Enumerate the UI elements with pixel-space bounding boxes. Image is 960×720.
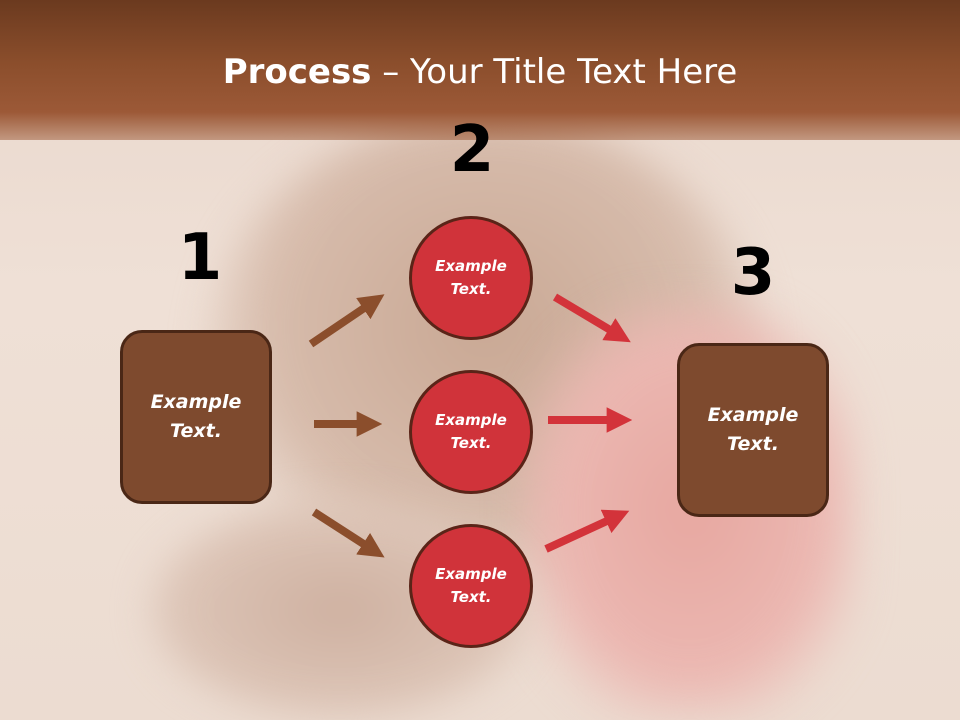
step-number-3: 3 [730,236,776,310]
step-2-label-bottom: Example Text. [435,565,507,606]
step-2-circle-bottom: Example Text. [409,524,533,648]
title-bar [0,0,960,140]
slide-title: Process – Your Title Text Here [0,52,960,92]
title-bold: Process [222,52,372,92]
arrow-1-to-bottom [311,508,385,558]
step-2-circle-middle: Example Text. [409,370,533,494]
arrow-1-to-top [308,294,385,348]
step-3-label: Example Text. [707,404,799,455]
step-number-1: 1 [177,221,223,295]
step-3-box: Example Text. [677,343,829,517]
step-1-label: Example Text. [150,391,242,442]
step-2-circle-top: Example Text. [409,216,533,340]
step-1-box: Example Text. [120,330,272,504]
arrow-top-to-3 [552,293,631,343]
step-2-label-top: Example Text. [435,257,507,298]
title-rest: – Your Title Text Here [371,52,738,92]
step-number-2: 2 [449,113,495,187]
step-2-label-middle: Example Text. [435,411,507,452]
arrow-bottom-to-3 [544,509,630,553]
